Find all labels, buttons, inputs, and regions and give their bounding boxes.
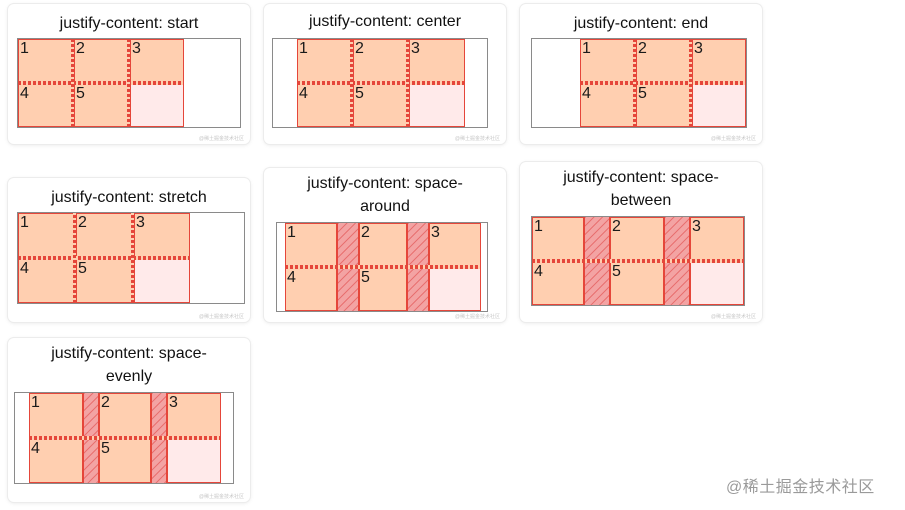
- grid-item-5: 5: [99, 439, 151, 483]
- grid-item-4: 4: [297, 84, 351, 127]
- grid-item-1: 1: [18, 39, 72, 82]
- grid-item-3: 3: [134, 213, 190, 257]
- grid-container: 1 2 3 4 5: [531, 216, 745, 306]
- grid-container: 1 2 3 4 5: [272, 38, 488, 128]
- row-gap: [297, 81, 465, 85]
- grid-item-2: 2: [353, 39, 407, 82]
- column-gap: [406, 39, 409, 127]
- column-gap: [73, 213, 76, 303]
- panel-watermark: @稀土掘金技术社区: [710, 314, 756, 320]
- panel-end: justify-content: end 1 2 3 4 5 @稀土掘金技术社区: [520, 4, 762, 144]
- panel-watermark: @稀土掘金技术社区: [454, 136, 500, 142]
- panel-watermark: @稀土掘金技术社区: [198, 136, 244, 142]
- panel-space-around: justify-content: space- around 1 2 3 4 5…: [264, 168, 506, 322]
- grid-item-2: 2: [610, 217, 664, 260]
- grid-container: 1 2 3 4 5: [531, 38, 747, 128]
- grid-container: 1 2 3 4 5: [276, 222, 488, 312]
- panel-watermark: @稀土掘金技术社区: [710, 136, 756, 142]
- grid-item-4: 4: [580, 84, 634, 127]
- empty-cell: [134, 259, 190, 303]
- panel-space-between: justify-content: space- between 1 2 3 4 …: [520, 162, 762, 322]
- row-gap: [580, 81, 746, 85]
- grid-item-2: 2: [76, 213, 132, 257]
- grid-item-1: 1: [29, 393, 83, 437]
- panel-title: justify-content: start: [59, 15, 199, 32]
- grid-item-5: 5: [76, 259, 132, 303]
- grid-item-5: 5: [636, 84, 690, 127]
- empty-cell: [690, 262, 744, 305]
- grid-item-3: 3: [692, 39, 746, 82]
- grid-item-4: 4: [18, 259, 74, 303]
- grid-item-1: 1: [532, 217, 584, 260]
- grid-item-2: 2: [636, 39, 690, 82]
- row-gap: [532, 259, 744, 263]
- grid-item-5: 5: [359, 268, 407, 311]
- grid-item-1: 1: [285, 223, 337, 266]
- panel-title: justify-content: space- evenly: [51, 345, 207, 385]
- grid-item-5: 5: [610, 262, 664, 305]
- grid-container: 1 2 3 4 5: [17, 212, 245, 304]
- site-watermark: @稀土掘金技术社区: [726, 479, 875, 496]
- panel-watermark: @稀土掘金技术社区: [198, 494, 244, 500]
- empty-cell: [429, 268, 481, 311]
- panel-watermark: @稀土掘金技术社区: [198, 314, 244, 320]
- empty-cell: [409, 84, 465, 127]
- empty-cell: [167, 439, 221, 483]
- grid-item-4: 4: [29, 439, 83, 483]
- row-gap: [29, 436, 221, 440]
- panel-space-evenly: justify-content: space- evenly 1 2 3 4 5…: [8, 338, 250, 502]
- grid-item-1: 1: [18, 213, 74, 257]
- grid-item-2: 2: [99, 393, 151, 437]
- column-gap: [131, 213, 134, 303]
- empty-cell: [130, 84, 184, 127]
- grid-item-4: 4: [532, 262, 584, 305]
- panel-center: justify-content: center 1 2 3 4 5 @稀土掘金技…: [264, 4, 506, 144]
- empty-cell: [692, 84, 746, 127]
- grid-item-1: 1: [580, 39, 634, 82]
- grid-item-4: 4: [18, 84, 72, 127]
- column-gap: [633, 39, 636, 127]
- grid-item-3: 3: [409, 39, 465, 82]
- panel-title: justify-content: end: [573, 15, 709, 32]
- panel-title: justify-content: space- between: [563, 169, 719, 209]
- column-gap: [127, 39, 130, 127]
- grid-item-2: 2: [74, 39, 128, 82]
- column-gap: [350, 39, 353, 127]
- panel-watermark: @稀土掘金技术社区: [454, 314, 500, 320]
- grid-item-2: 2: [359, 223, 407, 266]
- column-gap: [689, 39, 692, 127]
- grid-item-1: 1: [297, 39, 351, 82]
- column-gap: [71, 39, 74, 127]
- row-gap: [18, 256, 190, 260]
- panel-title: justify-content: stretch: [51, 189, 207, 206]
- grid-container: 1 2 3 4 5: [17, 38, 241, 128]
- panel-title: justify-content: center: [308, 13, 462, 30]
- grid-item-3: 3: [429, 223, 481, 266]
- grid-item-5: 5: [353, 84, 407, 127]
- panel-start: justify-content: start 1 2 3 4 5 @稀土掘金技术…: [8, 4, 250, 144]
- grid-item-5: 5: [74, 84, 128, 127]
- row-gap: [285, 265, 481, 269]
- panel-title: justify-content: space- around: [307, 175, 463, 215]
- row-gap: [18, 81, 184, 85]
- grid-container: 1 2 3 4 5: [14, 392, 234, 484]
- grid-item-3: 3: [690, 217, 744, 260]
- panel-stretch: justify-content: stretch 1 2 3 4 5 @稀土掘金…: [8, 178, 250, 322]
- grid-item-3: 3: [130, 39, 184, 82]
- grid-item-3: 3: [167, 393, 221, 437]
- grid-item-4: 4: [285, 268, 337, 311]
